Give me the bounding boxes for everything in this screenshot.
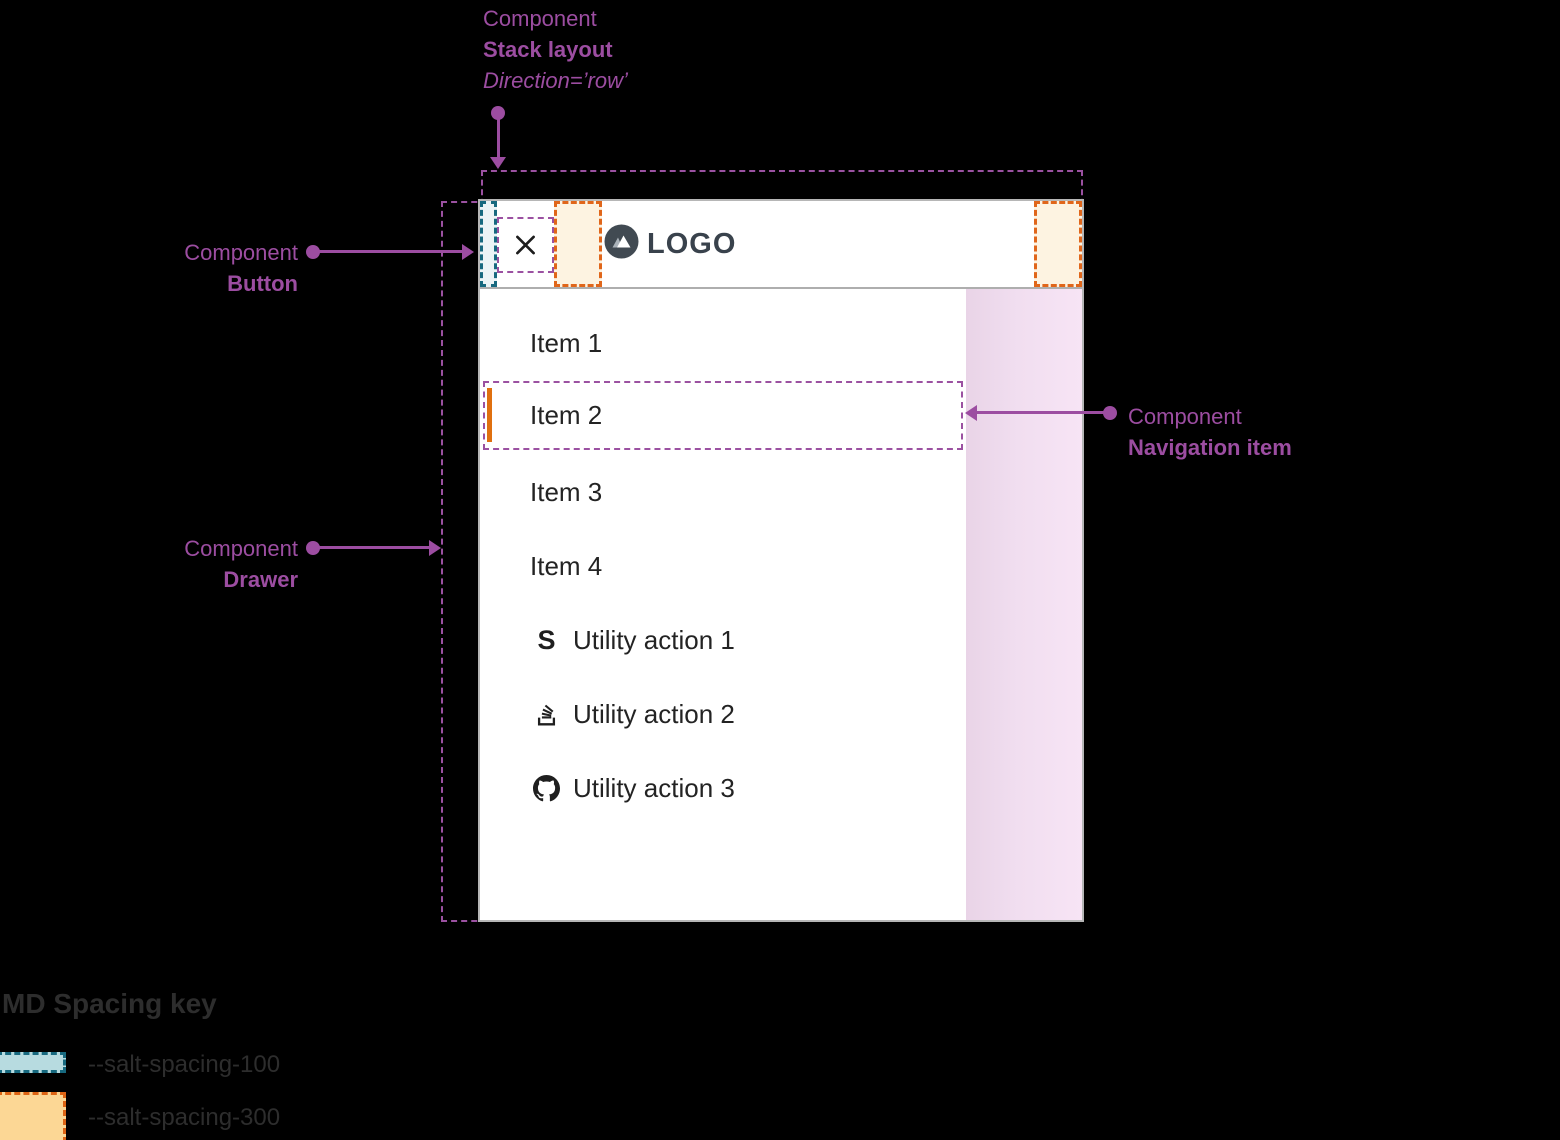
arrow-line	[317, 250, 463, 253]
logo[interactable]: LOGO	[604, 201, 736, 287]
app-body: Item 1 Item 2 Item 3 Item 4 S Utility ac…	[480, 289, 1082, 920]
legend-label: --salt-spacing-300	[88, 1104, 281, 1131]
utility-action-label: Utility action 3	[573, 772, 735, 803]
arrow-line	[317, 546, 429, 549]
utility-action-label: Utility action 2	[573, 698, 735, 729]
arrow-dot	[1103, 406, 1117, 420]
annotation-button: Component Button	[60, 237, 298, 299]
utility-action-3[interactable]: Utility action 3	[480, 751, 966, 825]
logo-mountain-icon	[604, 224, 639, 264]
arrow-line	[976, 411, 1106, 414]
annotation-line: Stack layout	[483, 37, 613, 62]
nav-item-2-active[interactable]: Item 2	[483, 381, 963, 450]
legend-swatch-spacing-100	[0, 1052, 66, 1073]
arrow-head-right	[429, 540, 441, 556]
arrow-dot	[306, 245, 320, 259]
nav-item-label: Item 4	[530, 550, 603, 581]
arrow-head-right	[462, 244, 474, 260]
legend-label: --salt-spacing-100	[88, 1051, 281, 1078]
annotation-line: Direction=’row’	[483, 68, 628, 93]
annotation-line: Button	[227, 271, 298, 296]
stackoverflow-icon	[533, 702, 560, 727]
nav-item-1[interactable]: Item 1	[480, 306, 966, 380]
drawer-panel: Item 1 Item 2 Item 3 Item 4 S Utility ac…	[480, 289, 966, 920]
annotation-navigation-item: Component Navigation item	[1128, 401, 1292, 463]
annotation-line: Navigation item	[1128, 435, 1292, 460]
close-button[interactable]	[497, 217, 554, 273]
arrow-dot	[491, 106, 505, 120]
salt-s-icon: S	[537, 624, 556, 655]
legend-swatch-spacing-300	[0, 1092, 66, 1140]
active-indicator	[487, 388, 492, 442]
annotation-stack-layout: Component Stack layout Direction=’row’	[483, 3, 628, 96]
spacing-300-strip-left	[554, 201, 602, 287]
logo-text: LOGO	[647, 227, 737, 260]
arrow-head-left	[965, 405, 977, 421]
legend-title: MD Spacing key	[2, 988, 217, 1019]
app-header: LOGO	[480, 201, 1082, 289]
nav-item-label: Item 2	[530, 400, 603, 430]
arrow-head-down	[490, 157, 506, 169]
utility-action-label: Utility action 1	[573, 624, 735, 655]
arrow-dot	[306, 541, 320, 555]
spacing-300-strip-right	[1034, 201, 1082, 287]
spacing-100-strip	[480, 201, 497, 287]
utility-action-1[interactable]: S Utility action 1	[480, 603, 966, 677]
annotation-line: Component	[483, 6, 597, 31]
annotation-line: Drawer	[223, 567, 298, 592]
utility-action-2[interactable]: Utility action 2	[480, 677, 966, 751]
nav-item-label: Item 3	[530, 476, 603, 507]
annotation-line: Component	[184, 536, 298, 561]
github-icon	[533, 774, 560, 802]
app-frame: LOGO Item 1 Item 2 Item 3 Item 4	[478, 199, 1084, 922]
nav-item-3[interactable]: Item 3	[480, 455, 966, 529]
annotation-line: Component	[184, 240, 298, 265]
page-backdrop	[966, 289, 1082, 920]
nav-item-4[interactable]: Item 4	[480, 529, 966, 603]
annotation-line: Component	[1128, 404, 1242, 429]
close-icon	[512, 230, 539, 260]
nav-item-label: Item 1	[530, 327, 603, 358]
annotation-drawer: Component Drawer	[60, 533, 298, 595]
arrow-line	[497, 117, 500, 159]
